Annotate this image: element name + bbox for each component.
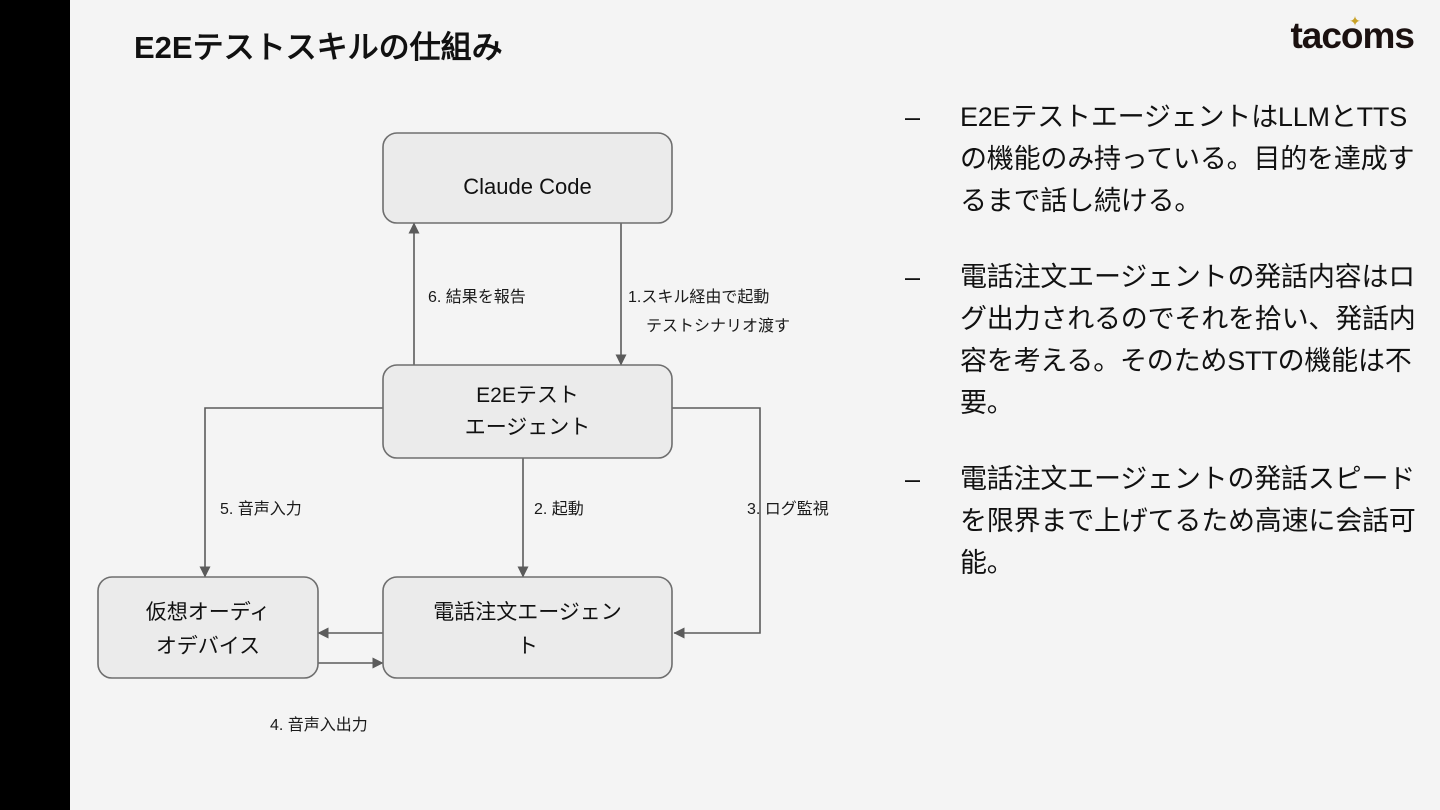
logo-wordmark: tacoms ✦ [1290, 13, 1415, 56]
node-phone-order-agent[interactable]: 電話注文エージェン ト [382, 576, 673, 679]
node-claude-code-label: Claude Code [463, 174, 591, 199]
edge-label-3-log-monitor: 3. ログ監視 [747, 500, 829, 518]
node-e2e-test-agent[interactable]: E2Eテスト エージェント [382, 364, 673, 459]
node-virtual-audio-device-box [97, 576, 319, 679]
node-phone-order-agent-label-line1: 電話注文エージェン [433, 601, 622, 624]
left-black-band [0, 0, 70, 810]
bullet-marker: – [905, 262, 921, 292]
edge-label-1-skill-launch-line2: テストシナリオ渡す [646, 317, 790, 335]
bullet-text: 電話注文エージェントの発話スピードを限界まで上げてるため高速に会話可能。 [960, 464, 1416, 578]
bullet-text: 電話注文エージェントの発話内容はログ出力されるのでそれを拾い、発話内容を考える。… [960, 262, 1416, 418]
node-e2e-test-agent-label-line2: エージェント [465, 416, 591, 439]
tacoms-logo: tacoms ✦ [1290, 13, 1415, 61]
list-item: – 電話注文エージェントの発話スピードを限界まで上げてるため高速に会話可能。 [898, 458, 1418, 584]
node-e2e-test-agent-box [382, 364, 673, 459]
bullet-list: – E2EテストエージェントはLLMとTTSの機能のみ持っている。目的を達成する… [898, 96, 1418, 618]
node-claude-code-box [382, 132, 673, 224]
list-item: – 電話注文エージェントの発話内容はログ出力されるのでそれを拾い、発話内容を考え… [898, 256, 1418, 424]
edge-line-3-log-monitor [672, 407, 761, 639]
bullet-text: E2EテストエージェントはLLMとTTSの機能のみ持っている。目的を達成するまで… [960, 102, 1415, 216]
node-phone-order-agent-label-line2: ト [517, 635, 538, 658]
bullet-marker: – [905, 102, 921, 132]
node-claude-code[interactable]: Claude Code [382, 132, 673, 224]
node-virtual-audio-device-label-line2: オデバイス [156, 635, 260, 658]
edge-label-2-launch: 2. 起動 [534, 500, 584, 518]
page-title: E2Eテストスキルの仕組み [134, 30, 503, 65]
edge-label-6-report-result: 6. 結果を報告 [428, 288, 526, 306]
node-phone-order-agent-box [382, 576, 673, 679]
logo-sparkle-icon: ✦ [1349, 13, 1361, 29]
flow-diagram: Claude Code E2Eテスト エージェント 仮想オーディ オデバイス 電… [70, 90, 900, 770]
edge-label-4-audio-io: 4. 音声入出力 [270, 716, 368, 734]
list-item: – E2EテストエージェントはLLMとTTSの機能のみ持っている。目的を達成する… [898, 96, 1418, 222]
bullet-marker: – [905, 464, 921, 494]
edge-line-5-audio-input [199, 407, 383, 578]
edge-label-5-audio-input: 5. 音声入力 [220, 500, 302, 518]
edge-label-1-skill-launch-line1: 1.スキル経由で起動 [628, 288, 769, 306]
node-virtual-audio-device[interactable]: 仮想オーディ オデバイス [97, 576, 319, 679]
node-virtual-audio-device-label-line1: 仮想オーディ [146, 601, 271, 624]
logo-text-label: tacoms [1290, 15, 1415, 56]
node-e2e-test-agent-label-line1: E2Eテスト [476, 384, 579, 407]
